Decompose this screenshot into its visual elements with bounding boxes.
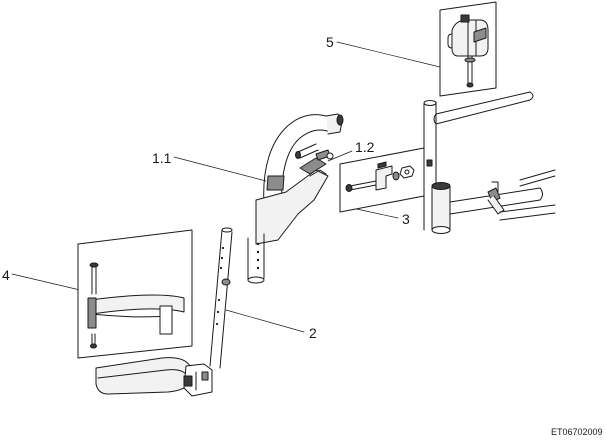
leader-4: [11, 273, 81, 291]
drawing-code: ET06702009: [551, 427, 603, 437]
callout-1-2: 1.2: [355, 139, 375, 155]
legrest-hanger-1-1: [247, 113, 344, 284]
leader-1-1: [173, 156, 267, 182]
callout-1-1: 1.1: [152, 150, 172, 166]
callout-5: 5: [326, 34, 334, 50]
leader-5: [336, 41, 445, 69]
callout-4: 4: [2, 267, 10, 283]
leader-3: [351, 207, 399, 219]
footrest-tube-2: [209, 227, 233, 369]
inset-panel-3: [339, 147, 425, 213]
footplate-2: [95, 357, 213, 397]
leader-1-2: [327, 150, 353, 162]
wheelchair-frame: [423, 91, 556, 234]
leader-2: [225, 309, 305, 333]
leader-lines: [11, 41, 445, 333]
pin-1-2: [295, 143, 334, 161]
callout-2: 2: [309, 325, 317, 341]
inset-panel-4: [77, 229, 193, 359]
callout-3: 3: [402, 211, 410, 227]
inset-panel-5: [439, 1, 497, 97]
